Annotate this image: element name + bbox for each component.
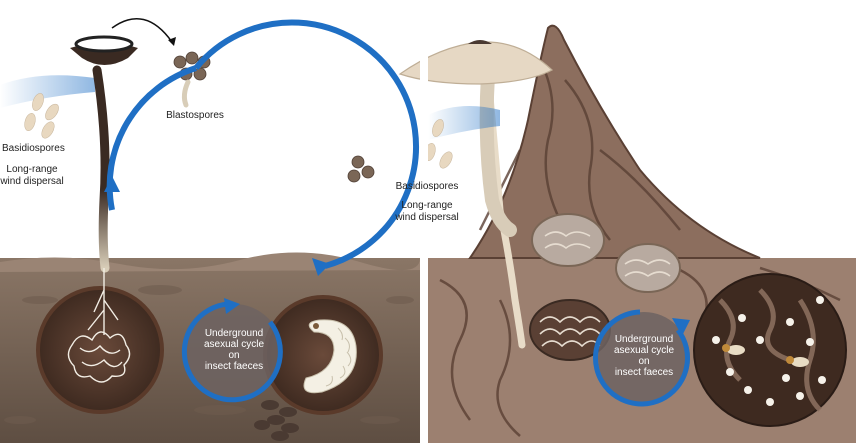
blastospores-cluster-right-icon — [348, 156, 374, 182]
left-fungus-chamber — [38, 288, 162, 412]
right-cycle-line2: asexual cycle — [609, 345, 679, 356]
blastospores-label: Blastospores — [160, 110, 230, 122]
left-cycle-line4: insect faeces — [199, 361, 269, 372]
left-wind-line2: wind dispersal — [0, 176, 64, 188]
left-wind-streak — [0, 75, 95, 108]
right-wind-line1: Long-range — [392, 200, 462, 212]
right-wind-line2: wind dispersal — [392, 212, 462, 224]
right-basidiospores-label: Basidiospores — [392, 181, 462, 193]
right-cycle-label: Underground asexual cycle on insect faec… — [609, 334, 679, 378]
left-cycle-line3: on — [199, 350, 269, 361]
fungus-comb-right — [616, 244, 680, 292]
left-cycle-line2: asexual cycle — [199, 339, 269, 350]
fungus-comb-top — [532, 214, 604, 266]
left-fungus-stem — [97, 70, 105, 268]
right-cycle-line1: Underground — [609, 334, 679, 345]
right-cycle-line3: on — [609, 356, 679, 367]
left-fungus-cap-rim — [76, 37, 132, 51]
left-wind-line1: Long-range — [0, 164, 64, 176]
left-cycle-label: Underground asexual cycle on insect faec… — [199, 328, 269, 372]
left-cycle-line1: Underground — [199, 328, 269, 339]
right-panel — [400, 26, 856, 443]
life-cycle-arrow — [196, 22, 416, 266]
right-cycle-line4: insect faeces — [609, 367, 679, 378]
blastospore-germination — [184, 82, 188, 105]
left-basidiospores-label: Basidiospores — [2, 143, 60, 155]
termitomyces-cap-tip — [468, 40, 492, 44]
left-panel — [0, 19, 420, 443]
